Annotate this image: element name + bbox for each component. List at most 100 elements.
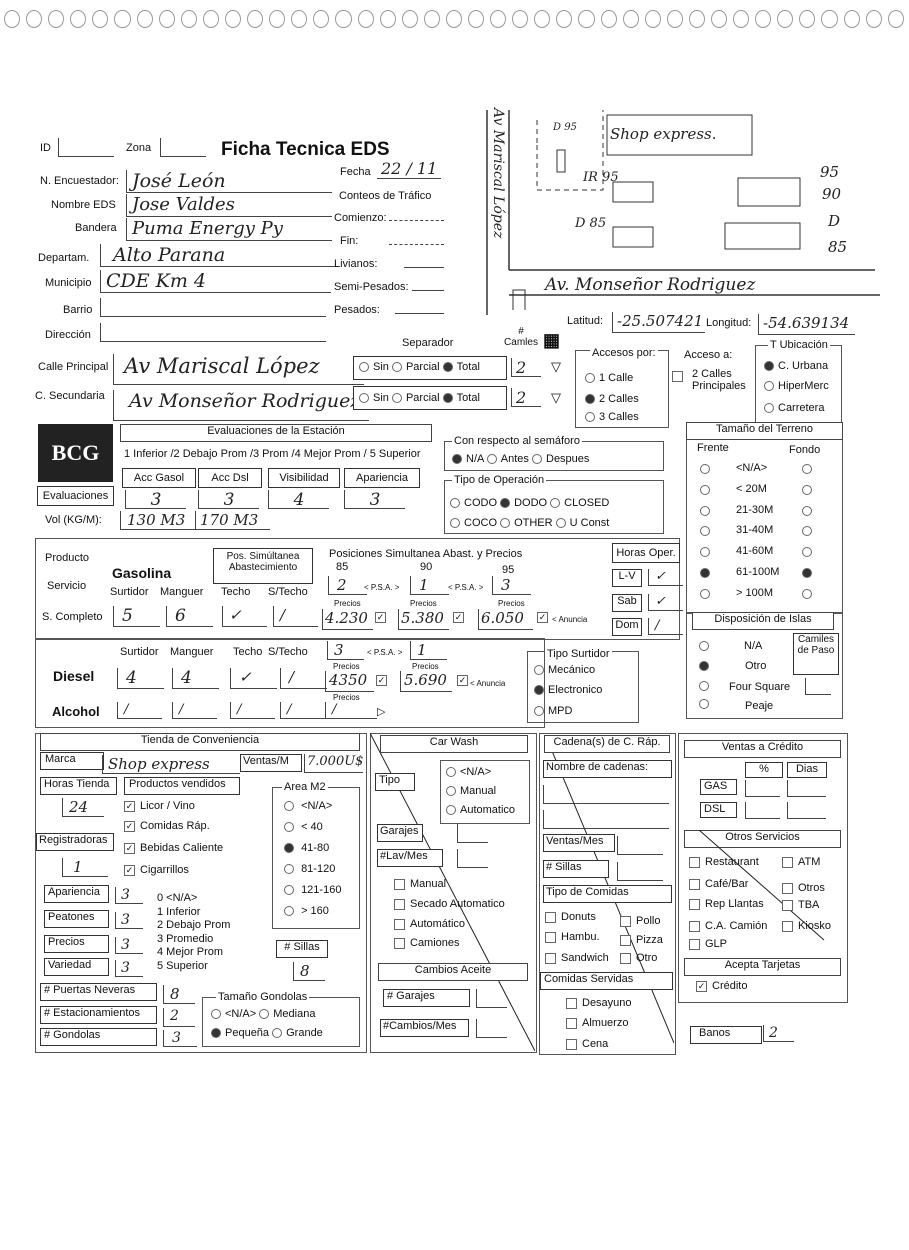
cw-garajes-field[interactable] xyxy=(457,824,488,843)
alc-price-field[interactable]: / xyxy=(325,702,377,719)
acceso-1-calle[interactable]: 1 Calle xyxy=(585,372,633,384)
dsl-stecho-field[interactable]: / xyxy=(280,668,327,689)
cadena-sillas-field[interactable] xyxy=(617,862,663,881)
gond-row2[interactable]: Pequeña Grande xyxy=(211,1027,323,1039)
cad-pollo[interactable]: Pollo xyxy=(620,915,660,927)
cw-na[interactable]: <N/A> xyxy=(446,766,491,778)
ubic-hiper[interactable]: HiperMerc xyxy=(764,380,829,392)
otros-restaurant[interactable]: Restaurant xyxy=(689,856,759,868)
alc-manguer-field[interactable]: / xyxy=(172,702,217,719)
credito-dsl-pct[interactable] xyxy=(745,802,780,819)
eval-visibilidad[interactable]: 4 xyxy=(268,490,329,510)
islas-na[interactable] xyxy=(699,640,713,652)
calle-secundaria-field[interactable]: Av Monseñor Rodriguez xyxy=(113,390,369,421)
cadena-ventas-field[interactable] xyxy=(617,836,663,855)
islas-peaje[interactable] xyxy=(699,698,713,710)
sillas-field[interactable]: 8 xyxy=(293,962,325,981)
cad-pizza[interactable]: Pizza xyxy=(620,934,663,946)
camiles-row1[interactable]: 2 xyxy=(511,358,541,377)
gas-techo-field[interactable]: ✓ xyxy=(222,606,267,627)
cad-desayuno[interactable]: Desayuno xyxy=(566,997,632,1009)
zona-field[interactable] xyxy=(160,138,206,157)
otros-kiosko[interactable]: Kiosko xyxy=(782,920,831,932)
otros-glp[interactable]: GLP xyxy=(689,938,727,950)
pos-90-field[interactable]: 1 xyxy=(410,576,449,595)
gas-manguer-field[interactable]: 6 xyxy=(166,606,213,627)
departam-field[interactable]: Alto Parana xyxy=(100,244,338,267)
cadena-nombre-1[interactable] xyxy=(543,785,669,804)
dsl-price1-check[interactable]: ✓ xyxy=(376,674,387,686)
area-option[interactable]: 41-80 xyxy=(284,842,341,863)
gond-row1[interactable]: <N/A> Mediana xyxy=(211,1008,315,1020)
operacion-row2[interactable]: COCO OTHER U Const xyxy=(450,517,609,529)
acceso-2-calles[interactable]: 2 Calles xyxy=(585,393,639,405)
area-option[interactable]: > 160 xyxy=(284,905,341,926)
price-85-field[interactable]: 4.230 xyxy=(322,609,373,630)
eval-apariencia[interactable]: 3 xyxy=(344,490,405,510)
area-option[interactable]: <N/A> xyxy=(284,800,341,821)
dom-field[interactable]: / xyxy=(648,618,683,635)
direccion-field[interactable] xyxy=(100,323,326,342)
tarjetas-credito[interactable]: ✓Crédito xyxy=(696,980,748,992)
dsl-techo-field[interactable]: ✓ xyxy=(230,668,277,689)
otros-rep[interactable]: Rep Llantas xyxy=(689,898,764,910)
vol-gasol[interactable]: 130 M3 xyxy=(120,511,197,530)
banos-field[interactable]: 2 xyxy=(763,1025,794,1042)
pos-85-field[interactable]: 2 xyxy=(328,576,367,595)
ventas-field[interactable]: 7.000U$ xyxy=(304,754,363,773)
alc-surtidor-field[interactable]: / xyxy=(117,702,162,719)
cad-almuerzo[interactable]: Almuerzo xyxy=(566,1017,628,1029)
surtidor-elec[interactable]: Electronico xyxy=(534,684,602,696)
acceso-principales[interactable] xyxy=(672,370,688,382)
area-option[interactable]: 121-160 xyxy=(284,884,341,905)
registradoras-field[interactable]: 1 xyxy=(62,858,108,877)
price-95-check[interactable]: ✓ xyxy=(537,611,548,623)
marca-field[interactable]: Shop express xyxy=(102,755,240,774)
terreno-option[interactable]: 31-40M xyxy=(698,524,823,545)
fecha-value[interactable]: 22 / 11 xyxy=(377,159,442,179)
gas-surtidor-field[interactable]: 5 xyxy=(113,606,160,627)
otros-ca[interactable]: C.A. Camión xyxy=(689,920,767,932)
fin-field[interactable] xyxy=(389,232,444,245)
sab-field[interactable]: ✓ xyxy=(648,594,683,611)
cw-chk-automatico[interactable]: Automático xyxy=(394,918,465,930)
acceso-3-calles[interactable]: 3 Calles xyxy=(585,411,639,423)
estac-field[interactable]: 2 xyxy=(163,1008,195,1027)
area-option[interactable]: 81-120 xyxy=(284,863,341,884)
ubic-carretera[interactable]: Carretera xyxy=(764,402,824,414)
cad-donuts[interactable]: Donuts xyxy=(545,911,596,923)
sep-row2-options[interactable]: Sin Parcial Total xyxy=(359,392,480,404)
terreno-option[interactable]: 61-100M xyxy=(698,566,823,587)
cad-cena[interactable]: Cena xyxy=(566,1038,608,1050)
id-field[interactable] xyxy=(58,138,114,157)
area-option[interactable]: < 40 xyxy=(284,821,341,842)
terreno-option[interactable]: > 100M xyxy=(698,587,823,608)
nombre-field[interactable]: Jose Valdes xyxy=(126,194,332,217)
dsl-surtidor-field[interactable]: 4 xyxy=(117,668,164,689)
prod-licor[interactable]: ✓Licor / Vino xyxy=(124,800,195,812)
cw-auto[interactable]: Automatico xyxy=(446,804,515,816)
precios-field[interactable]: 3 xyxy=(115,937,143,954)
gas-stecho-field[interactable]: / xyxy=(273,606,318,627)
ubic-urbana[interactable]: C. Urbana xyxy=(764,360,828,372)
eval-acc-dsl[interactable]: 3 xyxy=(198,490,259,510)
cadena-nombre-2[interactable] xyxy=(543,810,669,829)
prod-cigarrillos[interactable]: ✓Cigarrillos xyxy=(124,864,189,876)
lat-field[interactable]: -25.507421 xyxy=(612,312,705,333)
prod-bebidas[interactable]: ✓Bebidas Caliente xyxy=(124,842,224,854)
cad-sandwich[interactable]: Sandwich xyxy=(545,952,609,964)
horas-tienda-field[interactable]: 24 xyxy=(62,798,104,817)
peatones-field[interactable]: 3 xyxy=(115,912,143,929)
otros-tba[interactable]: TBA xyxy=(782,899,819,911)
variedad-field[interactable]: 3 xyxy=(115,960,143,977)
terreno-option[interactable]: 21-30M xyxy=(698,504,823,525)
comienzo-field[interactable] xyxy=(389,208,444,221)
barrio-field[interactable] xyxy=(100,298,326,317)
alc-techo-field[interactable]: / xyxy=(230,702,275,719)
price-90-check[interactable]: ✓ xyxy=(453,611,464,623)
otros-cafe[interactable]: Café/Bar xyxy=(689,878,748,890)
otros-otros[interactable]: Otros xyxy=(782,882,825,894)
cw-manual[interactable]: Manual xyxy=(446,785,496,797)
cad-hambu[interactable]: Hambu. xyxy=(545,931,600,943)
credito-gas-dias[interactable] xyxy=(787,780,826,797)
